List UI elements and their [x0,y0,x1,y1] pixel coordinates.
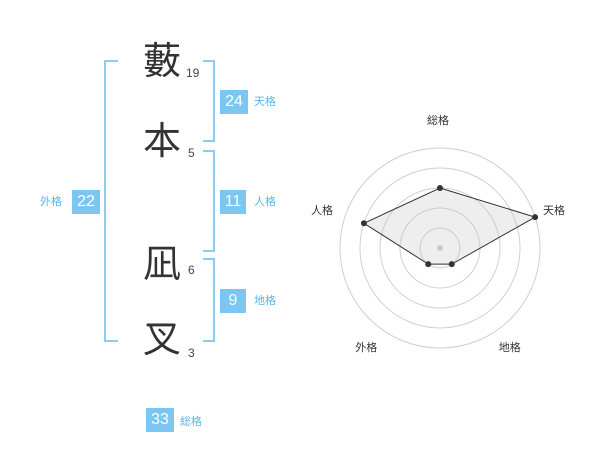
stroke-count-3: 6 [188,263,195,277]
surname-char-2: 本 [142,119,181,163]
radar-point-5 [360,220,367,227]
tenkaku-value-badge: 24 [220,90,248,114]
radar-point-1 [437,185,443,191]
radar-axis-label-3: 地格 [498,340,521,354]
gaikaku-label: 外格 [40,195,62,208]
radar-center [437,245,443,251]
stroke-count-1: 19 [186,66,200,80]
radar-point-4 [425,261,432,268]
gaikaku-bracket [104,60,118,342]
radar-data-polygon [362,187,537,265]
surname-char-1: 藪 [142,39,181,83]
radar-chart [339,147,541,349]
radar-axis-label-2: 天格 [543,204,566,218]
stroke-count-4: 3 [188,346,195,360]
given-char-2: 叉 [142,317,181,361]
jinkaku-value-badge: 11 [220,190,246,214]
soukaku-label: 総格 [180,415,202,428]
gaikaku-value-badge: 22 [72,190,100,214]
radar-point-3 [448,261,455,268]
chikaku-label: 地格 [254,294,276,307]
soukaku-value-badge: 33 [146,408,174,432]
given-char-1: 凪 [142,242,181,286]
tenkaku-label: 天格 [254,95,276,108]
radar-axis-label-4: 外格 [355,340,378,354]
jinkaku-label: 人格 [254,195,276,208]
jinkaku-bracket [203,150,215,252]
stroke-count-2: 5 [188,146,195,160]
radar-point-2 [532,214,539,221]
radar-axis-label-1: 総格 [427,114,449,127]
chikaku-bracket [203,258,215,342]
chikaku-value-badge: 9 [220,289,246,313]
tenkaku-bracket [203,60,215,142]
radar-axis-label-5: 人格 [310,204,333,218]
